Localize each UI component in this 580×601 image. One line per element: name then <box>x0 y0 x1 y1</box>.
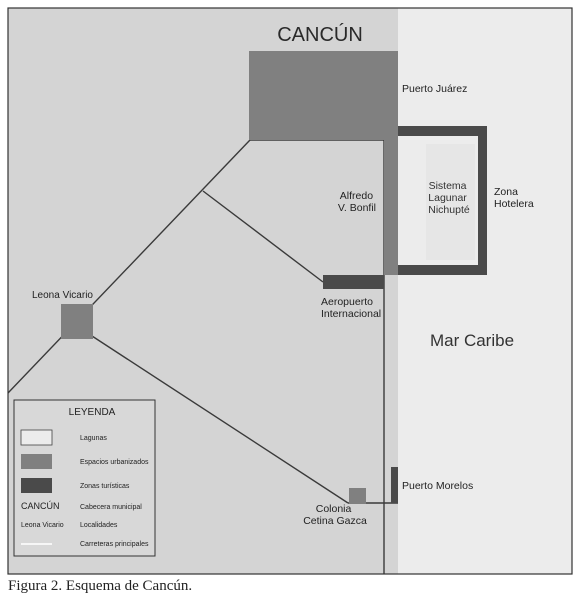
urban-area-colonia <box>349 488 366 504</box>
legend-label-turisticas: Zonas turísticas <box>80 483 130 490</box>
label-laguna: Sistema Lagunar Nichupté <box>428 180 470 216</box>
label-aeropuerto-line1: Aeropuerto <box>321 296 373 308</box>
urban-area-cancun <box>249 51 398 140</box>
label-puerto-morelos: Puerto Morelos <box>402 480 473 492</box>
legend-label-urbanizados: Espacios urbanizados <box>80 459 149 466</box>
label-laguna-line3: Nichupté <box>428 204 470 216</box>
legend-sample-cabecera: CANCÚN <box>21 501 60 511</box>
label-zona-hotelera-line1: Zona <box>494 186 518 198</box>
urban-area-leona-vicario <box>61 304 93 339</box>
label-aeropuerto: Aeropuerto Internacional <box>321 296 381 320</box>
label-colonia: Colonia Cetina Gazca <box>303 503 367 527</box>
legend-title: LEYENDA <box>69 407 116 418</box>
title-cancun: CANCÚN <box>277 23 363 46</box>
label-leona-vicario: Leona Vicario <box>32 290 93 301</box>
label-puerto-juarez: Puerto Juárez <box>402 83 467 95</box>
legend-sample-localidades: Leona Vicario <box>21 522 64 529</box>
label-laguna-line1: Sistema <box>429 180 467 192</box>
legend: LEYENDA Lagunas Espacios urbanizados Zon… <box>13 399 156 557</box>
legend-swatch-urbanizados <box>21 454 52 469</box>
legend-label-carreteras: Carreteras principales <box>80 541 149 548</box>
figure-caption: Figura 2. Esquema de Cancún. <box>8 578 193 594</box>
road-to-airport <box>202 190 324 283</box>
urban-area-alfredo-bonfil <box>384 140 398 275</box>
tourist-zone-airport <box>323 275 384 289</box>
label-aeropuerto-line2: Internacional <box>321 308 381 320</box>
label-zona-hotelera: Zona Hotelera <box>494 186 534 210</box>
map-frame <box>7 7 573 575</box>
legend-swatch-lagunas <box>20 429 53 446</box>
label-alfredo-bonfil: Alfredo V. Bonfil <box>338 190 376 214</box>
label-alfredo-bonfil-line1: Alfredo <box>340 190 373 202</box>
tourist-zone-hotel-strip <box>398 126 487 275</box>
legend-label-cabecera: Cabecera municipal <box>80 504 142 511</box>
label-colonia-line2: Cetina Gazca <box>303 515 367 527</box>
lagoon-nichupte <box>426 144 475 260</box>
legend-label-lagunas: Lagunas <box>80 435 107 442</box>
road-leona-vicario-colonia <box>91 335 349 504</box>
label-laguna-line2: Lagunar <box>428 192 467 204</box>
road-cancun-leona-vicario <box>7 139 251 394</box>
label-mar-caribe: Mar Caribe <box>430 331 514 350</box>
tourist-zone-puerto-morelos <box>391 467 398 503</box>
label-colonia-line1: Colonia <box>316 503 352 515</box>
label-zona-hotelera-line2: Hotelera <box>494 198 534 210</box>
label-alfredo-bonfil-line2: V. Bonfil <box>338 202 376 214</box>
legend-swatch-turisticas <box>21 478 52 493</box>
legend-label-localidades: Localidades <box>80 522 118 529</box>
caribbean-sea-area <box>398 8 572 574</box>
